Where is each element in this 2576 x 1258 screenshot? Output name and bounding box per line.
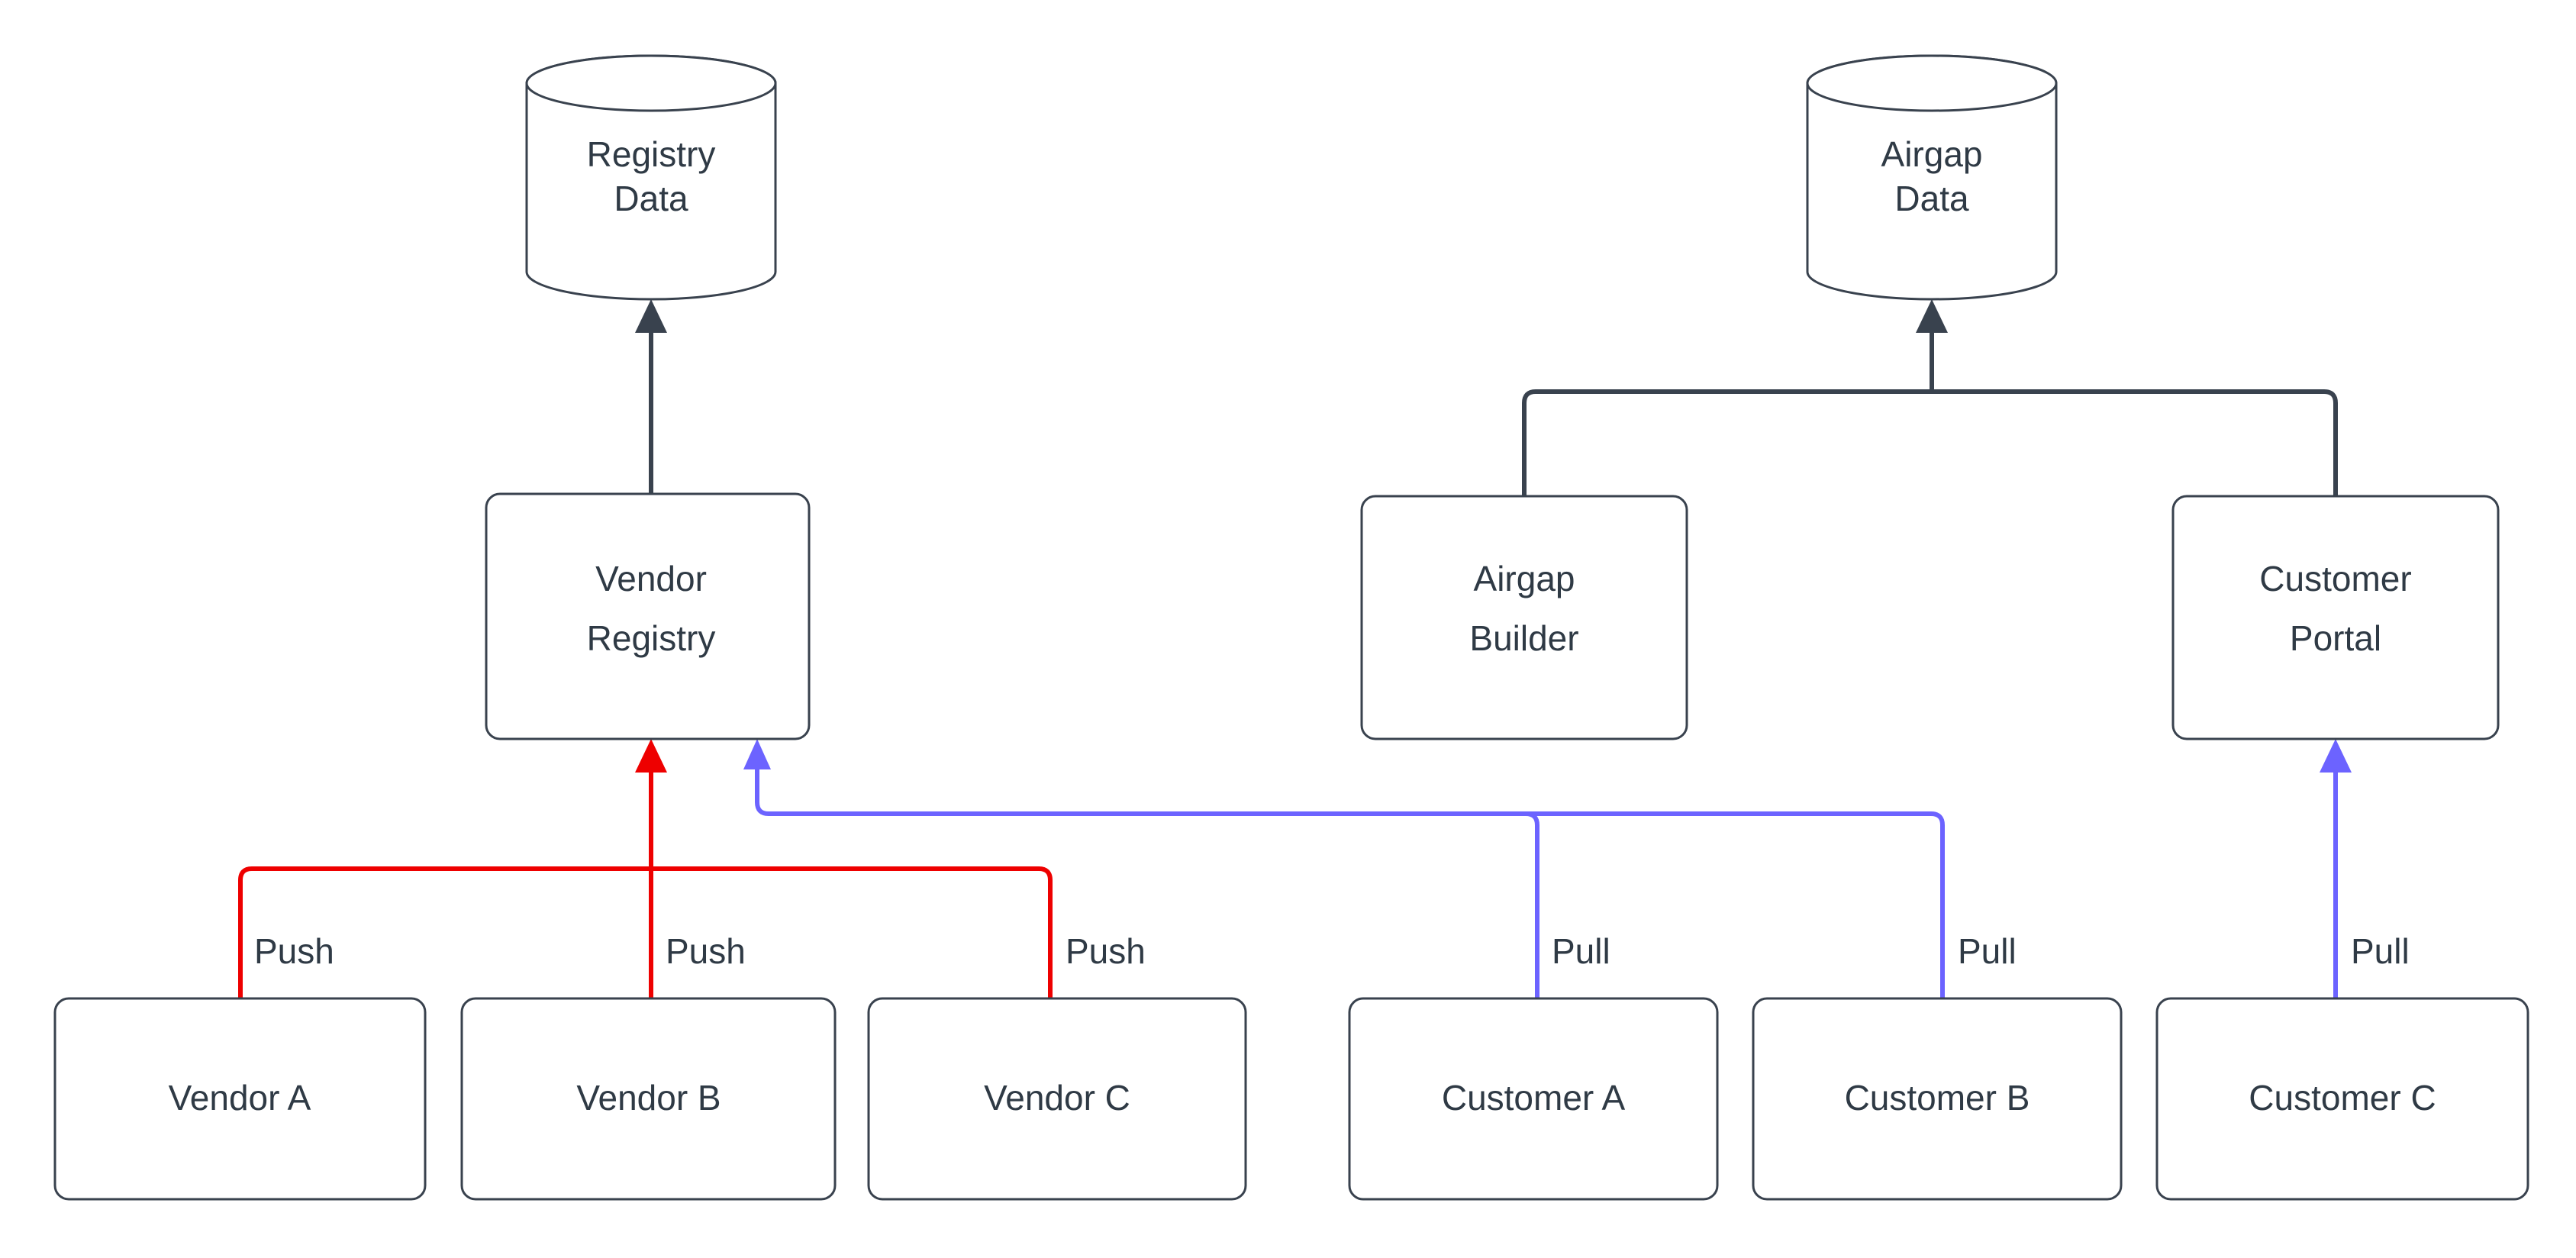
edge-label-pull-2: Pull bbox=[1958, 931, 2017, 971]
edge-airgap-builder-to-airgap-data bbox=[1522, 389, 1932, 496]
node-customer-c[interactable]: Customer C bbox=[2155, 997, 2529, 1201]
edge-line bbox=[769, 811, 1945, 998]
arrowhead-up-icon bbox=[635, 739, 667, 773]
node-box bbox=[1348, 997, 1719, 1201]
edge-vendor-a-push bbox=[238, 866, 651, 998]
edge-customer-b-pull bbox=[769, 811, 1945, 998]
node-label-line2: Registry bbox=[587, 618, 716, 658]
node-vendor-a[interactable]: Vendor A bbox=[53, 997, 427, 1201]
cylinder-top-icon bbox=[1806, 54, 2058, 112]
edge-customer-portal-to-airgap-data bbox=[1932, 389, 2338, 496]
node-label: Customer C bbox=[2249, 1078, 2436, 1118]
node-airgap-builder[interactable]: Airgap Builder bbox=[1360, 495, 1688, 740]
edge-line bbox=[1932, 389, 2338, 496]
node-vendor-c[interactable]: Vendor C bbox=[867, 997, 1247, 1201]
node-box bbox=[53, 997, 427, 1201]
node-vendor-registry[interactable]: Vendor Registry bbox=[485, 492, 811, 740]
node-label-line1: Vendor bbox=[595, 559, 707, 598]
edge-vendor-c-push bbox=[651, 866, 1053, 998]
edge-label-pull-3: Pull bbox=[2351, 931, 2410, 971]
edge-label-push-1: Push bbox=[254, 931, 334, 971]
node-label: Vendor C bbox=[984, 1078, 1130, 1118]
edge-layer bbox=[238, 299, 2352, 998]
cylinder-top-icon bbox=[525, 54, 777, 112]
node-label: Customer B bbox=[1845, 1078, 2030, 1118]
arrowhead-up-icon bbox=[2320, 739, 2352, 773]
edge-label-push-2: Push bbox=[666, 931, 746, 971]
node-label-line1: Registry bbox=[587, 134, 716, 174]
edge-line bbox=[238, 866, 651, 998]
node-vendor-b[interactable]: Vendor B bbox=[460, 997, 837, 1201]
edge-line bbox=[1522, 389, 1932, 496]
node-label-line1: Customer bbox=[2259, 559, 2411, 598]
edge-pull-bus-to-vendor-registry bbox=[743, 739, 771, 816]
node-label-line1: Airgap bbox=[1881, 134, 1983, 174]
node-label: Vendor A bbox=[169, 1078, 311, 1118]
edge-line bbox=[769, 811, 1539, 998]
edge-customer-c-pull bbox=[2320, 739, 2352, 998]
node-box bbox=[485, 492, 811, 740]
node-airgap-data[interactable]: Airgap Data bbox=[1806, 54, 2058, 301]
node-customer-a[interactable]: Customer A bbox=[1348, 997, 1719, 1201]
node-box bbox=[2155, 997, 2529, 1201]
edge-label-layer: Push Push Push Pull Pull Pull bbox=[254, 931, 2410, 971]
node-label-line2: Data bbox=[614, 179, 688, 218]
arrowhead-up-icon bbox=[743, 739, 771, 769]
arrowhead-up-icon bbox=[635, 299, 667, 333]
node-label-line2: Builder bbox=[1469, 618, 1578, 658]
node-label-line2: Portal bbox=[2290, 618, 2381, 658]
edge-line bbox=[651, 866, 1053, 998]
node-box bbox=[2171, 495, 2500, 740]
node-label-line2: Data bbox=[1894, 179, 1969, 218]
node-box bbox=[460, 997, 837, 1201]
node-label: Customer A bbox=[1442, 1078, 1626, 1118]
node-registry-data[interactable]: Registry Data bbox=[525, 54, 777, 301]
edge-label-pull-1: Pull bbox=[1552, 931, 1610, 971]
node-customer-portal[interactable]: Customer Portal bbox=[2171, 495, 2500, 740]
edge-vendor-registry-to-registry-data bbox=[635, 299, 667, 495]
edge-airgap-bus-to-airgap-data bbox=[1916, 299, 1948, 392]
node-label: Vendor B bbox=[576, 1078, 721, 1118]
node-label-line1: Airgap bbox=[1474, 559, 1575, 598]
edge-label-push-3: Push bbox=[1066, 931, 1146, 971]
node-box bbox=[1752, 997, 2123, 1201]
edge-push-bus-to-vendor-registry bbox=[635, 739, 667, 869]
node-box bbox=[867, 997, 1247, 1201]
edge-customer-a-pull bbox=[769, 811, 1539, 998]
arrowhead-up-icon bbox=[1916, 299, 1948, 333]
node-customer-b[interactable]: Customer B bbox=[1752, 997, 2123, 1201]
edge-line bbox=[755, 751, 769, 816]
node-box bbox=[1360, 495, 1688, 740]
